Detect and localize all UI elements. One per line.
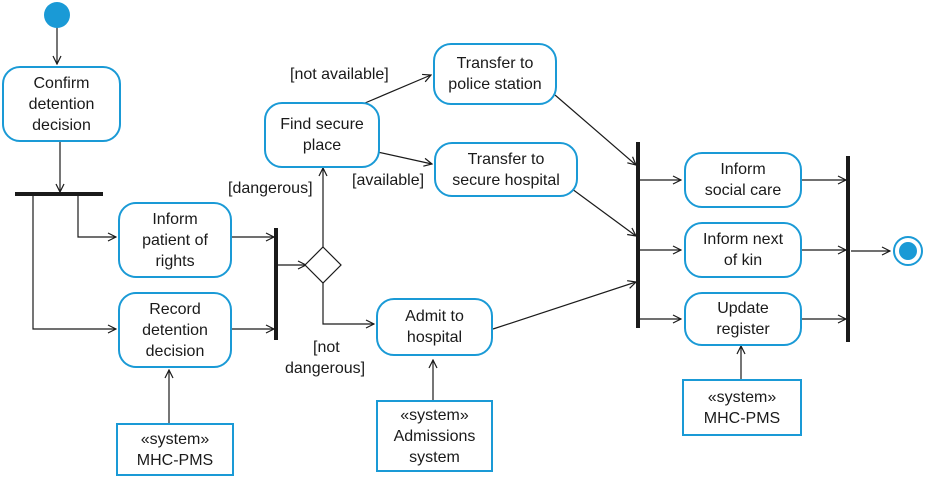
edge-find-hospital <box>372 150 432 164</box>
guard-dangerous: [dangerous] <box>228 180 313 197</box>
edge-fork-record <box>32 196 116 329</box>
system-mhc-pms-2[interactable]: «system» MHC-PMS <box>682 379 802 436</box>
activity-transfer-hospital[interactable]: Transfer to secure hospital <box>434 142 578 197</box>
guard-not-dangerous-line2: dangerous] <box>285 360 366 377</box>
join-bar-3 <box>846 156 850 342</box>
activity-admit-hospital[interactable]: Admit to hospital <box>376 298 493 356</box>
edge-hospital-join <box>567 185 636 236</box>
activity-update-register[interactable]: Update register <box>684 292 802 346</box>
activity-confirm-detention[interactable]: Confirm detention decision <box>2 66 121 142</box>
activity-inform-patient[interactable]: Inform patient of rights <box>118 202 232 278</box>
guard-not-dangerous-line1: [not <box>313 339 340 356</box>
activity-inform-social-care[interactable]: Inform social care <box>684 152 802 208</box>
final-node <box>893 236 923 266</box>
system-admissions[interactable]: «system» Admissions system <box>376 400 493 472</box>
activity-inform-next-of-kin[interactable]: Inform next of kin <box>684 222 802 278</box>
join-bar-2 <box>636 142 640 328</box>
initial-node <box>44 2 70 28</box>
fork-bar <box>15 192 103 196</box>
edge-police-join <box>554 94 636 165</box>
activity-record-detention[interactable]: Record detention decision <box>118 292 232 368</box>
edge-fork-inform-rights <box>77 196 116 237</box>
edge-admit-join <box>492 282 636 330</box>
edge-decision-admit <box>322 283 374 324</box>
activity-find-secure-place[interactable]: Find secure place <box>264 102 380 168</box>
system-mhc-pms-1[interactable]: «system» MHC-PMS <box>116 423 234 476</box>
final-node-core <box>899 242 917 260</box>
join-bar-1 <box>274 228 278 340</box>
guard-not-available: [not available] <box>290 66 389 83</box>
guard-available: [available] <box>352 172 425 189</box>
edge-find-police <box>364 75 431 104</box>
activity-transfer-police[interactable]: Transfer to police station <box>433 43 557 105</box>
decision-diamond <box>304 246 342 284</box>
